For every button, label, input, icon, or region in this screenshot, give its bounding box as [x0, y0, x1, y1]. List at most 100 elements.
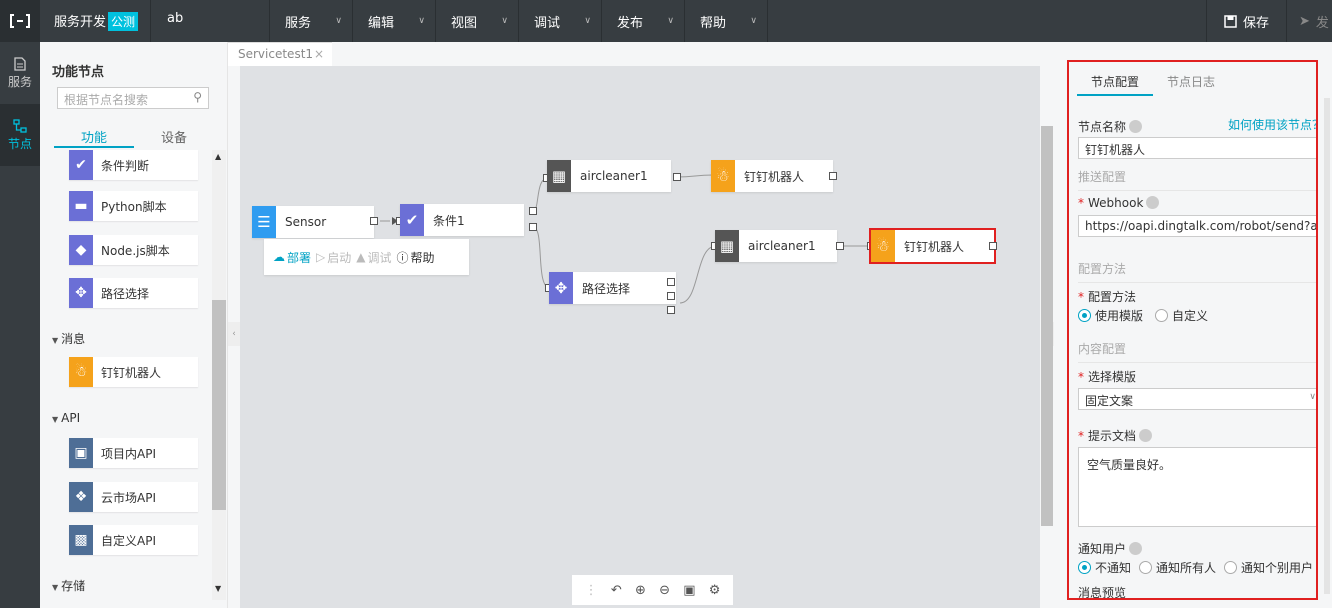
drag-handle-icon[interactable]: ⋮ [584, 582, 598, 598]
palette-node-project-api[interactable]: ▣ 项目内API [69, 438, 198, 468]
device-icon: ▦ [715, 230, 739, 262]
zoom-out-icon[interactable]: ⊖ [659, 582, 670, 598]
radio-label: 使用模版 [1095, 309, 1144, 323]
logo-icon[interactable] [0, 0, 40, 42]
output-port[interactable] [673, 173, 681, 181]
palette-node-label: 云市场API [101, 490, 156, 505]
node-aircleaner-top[interactable]: ▦ aircleaner1 [547, 160, 671, 192]
node-label: aircleaner1 [580, 169, 648, 183]
radio-custom[interactable] [1155, 309, 1169, 322]
output-port[interactable] [836, 242, 844, 250]
project-name[interactable]: ab [150, 0, 270, 42]
tab-node-log[interactable]: 节点日志 [1166, 75, 1215, 89]
group-message[interactable]: ▼消息 [52, 330, 85, 347]
debug-button[interactable]: ▲调试 [356, 249, 391, 266]
node-route-select[interactable]: ✥ 路径选择 [549, 272, 676, 304]
palette-scrollbar[interactable]: ▲ ▼ [212, 150, 226, 600]
adjust-icon[interactable]: ⚙ [708, 582, 721, 598]
search-icon: ⚲ [193, 90, 202, 104]
menu-publish[interactable]: 发布∨ [602, 0, 685, 42]
palette-node-dingtalk[interactable]: ☃ 钉钉机器人 [69, 357, 198, 387]
start-button[interactable]: ▷启动 [316, 249, 351, 266]
collapse-left-icon[interactable]: ‹ [228, 322, 240, 346]
close-icon[interactable]: × [313, 47, 324, 61]
output-port[interactable] [667, 292, 675, 300]
menu-help[interactable]: 帮助∨ [685, 0, 768, 42]
publish-button[interactable]: ➤ 发 [1286, 0, 1332, 42]
undo-icon[interactable]: ↶ [610, 582, 622, 598]
node-icon [13, 118, 27, 133]
beta-badge: 公测 [108, 12, 139, 31]
fit-screen-icon[interactable]: ▣ [683, 582, 696, 598]
help-icon[interactable] [1129, 542, 1143, 555]
send-icon: ➤ [1299, 13, 1310, 29]
how-to-use-link[interactable]: 如何使用该节点？ [1228, 118, 1318, 132]
zoom-in-icon[interactable]: ⊕ [634, 582, 646, 598]
group-label: 存储 [61, 579, 86, 592]
radio-use-template[interactable] [1078, 309, 1091, 322]
tab-servicetest1[interactable]: Servicetest1 × [228, 42, 332, 66]
output-port[interactable] [529, 223, 537, 231]
template-select[interactable]: 固定文案 ∨ [1078, 388, 1316, 410]
webhook-input[interactable]: https://oapi.dingtalk.com/robot/send?acc… [1078, 215, 1316, 237]
help-icon[interactable] [1139, 429, 1153, 442]
help-icon[interactable] [1129, 120, 1143, 133]
output-port[interactable] [529, 207, 537, 215]
palette-node-python[interactable]: ▬ Python脚本 [69, 191, 198, 221]
scroll-up-icon[interactable]: ▲ [215, 152, 222, 161]
deploy-button[interactable]: ☁部署 [273, 249, 311, 266]
nav-node[interactable]: 节点 [0, 104, 40, 166]
menu-view[interactable]: 视图∨ [436, 0, 519, 42]
scroll-down-icon[interactable]: ▼ [215, 584, 222, 593]
save-icon [1224, 14, 1237, 28]
palette-node-nodejs[interactable]: ◆ Node.js脚本 [69, 235, 198, 265]
palette-node-market-api[interactable]: ❖ 云市场API [69, 482, 198, 512]
node-aircleaner-bottom[interactable]: ▦ aircleaner1 [715, 230, 837, 262]
group-api[interactable]: ▼API [52, 411, 80, 425]
app-title: 服务开发公测 [54, 11, 139, 31]
nav-service[interactable]: 服务 [0, 42, 40, 104]
tab-device[interactable]: 设备 [160, 131, 187, 146]
output-port[interactable] [667, 306, 675, 314]
connection-lines [380, 171, 879, 304]
save-button[interactable]: 保存 [1206, 0, 1286, 42]
menu-service[interactable]: 服务∨ [270, 0, 353, 42]
tab-function[interactable]: 功能 [54, 124, 134, 148]
palette-node-label: 钉钉机器人 [101, 365, 162, 380]
prompt-label: *提示文档 [1078, 427, 1153, 444]
menu-edit[interactable]: 编辑∨ [353, 0, 436, 42]
menu-debug[interactable]: 调试∨ [519, 0, 602, 42]
radio-notify-all[interactable] [1139, 561, 1153, 574]
output-port[interactable] [370, 217, 378, 225]
canvas-scrollbar[interactable] [1041, 126, 1053, 526]
puzzle-icon: ▬ [69, 191, 93, 221]
group-storage[interactable]: ▼存储 [52, 577, 85, 592]
required-marker: * [1078, 196, 1084, 210]
palette-node-label: Node.js脚本 [101, 243, 170, 258]
palette-node-custom-api[interactable]: ▩ 自定义API [69, 525, 198, 555]
prompt-textarea[interactable]: 空气质量良好。 [1078, 447, 1316, 527]
node-condition-1[interactable]: ✔ 条件1 [400, 204, 524, 236]
node-name-input[interactable]: 钉钉机器人 [1078, 137, 1316, 159]
required-marker: * [1078, 429, 1084, 443]
node-dingtalk-robot-selected[interactable]: ☃ 钉钉机器人 [869, 228, 996, 264]
node-dingtalk-robot-top[interactable]: ☃ 钉钉机器人 [711, 160, 833, 192]
palette-node-condition[interactable]: ✔ 条件判断 [69, 150, 198, 180]
config-scrollbar[interactable] [1324, 98, 1330, 594]
chevron-down-icon: ∨ [418, 16, 425, 26]
api-icon: ▣ [69, 438, 93, 468]
radio-notify-some[interactable] [1224, 561, 1238, 574]
palette-node-route[interactable]: ✥ 路径选择 [69, 278, 198, 308]
scrollbar-thumb[interactable] [212, 300, 226, 510]
help-icon[interactable] [1146, 196, 1160, 209]
radio-no-notify[interactable] [1078, 561, 1091, 574]
output-port[interactable] [989, 242, 997, 250]
output-port[interactable] [829, 172, 837, 180]
node-search-input[interactable]: 根据节点名搜索 ⚲ [57, 87, 209, 109]
node-sensor[interactable]: ☰ Sensor [252, 206, 374, 238]
editor-tabbar: Servicetest1 × [228, 42, 1054, 66]
tab-node-config[interactable]: 节点配置 [1077, 68, 1153, 96]
output-port[interactable] [667, 278, 675, 286]
